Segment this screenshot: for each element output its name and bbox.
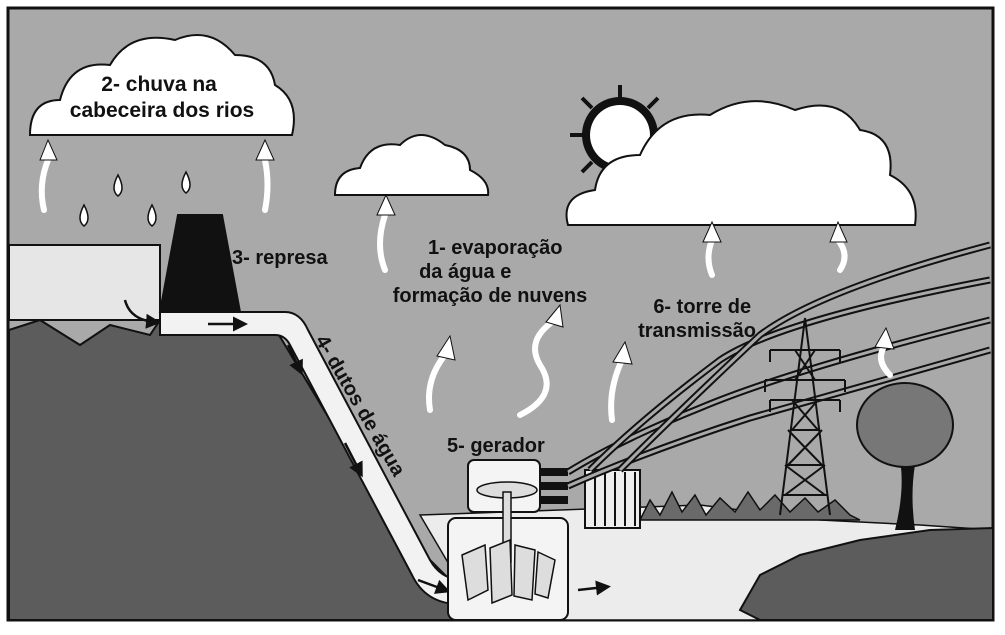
pipe-flow-arrows [123,299,611,596]
transformer [584,469,641,529]
label-evaporation: 1- evaporação da água e formação de nuve… [393,237,588,307]
label-generator: 5- gerador [447,435,545,457]
sun-icon [570,85,660,174]
cloud-rain [28,34,295,136]
tree-icon [856,382,954,530]
label-tower-line2: transmissão [638,320,756,342]
label-rain: 2- chuva na cabeceira dos rios [70,73,254,122]
power-lines [566,241,991,490]
arrowheads [39,138,895,365]
label-tower: 6- torre de transmissão [638,296,757,342]
generator-connectors [540,468,568,504]
label-tower-line1: 6- torre de [653,296,751,318]
bushes [638,490,861,521]
cloud-middle [333,134,490,196]
label-evaporation-line1: 1- evaporação [428,237,563,259]
right-bank [738,526,994,621]
label-dam: 3- represa [232,247,328,269]
evaporation-arrows [38,157,893,423]
raindrops [79,170,191,227]
cloud-right [565,100,917,226]
label-evaporation-line3: formação de nuvens [393,285,588,307]
transmission-tower-icon [764,317,846,516]
label-rain-line2: cabeceira dos rios [70,99,254,122]
turbine-icon [461,481,556,605]
label-evaporation-line2: da água e [419,261,511,283]
label-rain-line1: 2- chuva na [101,73,217,96]
